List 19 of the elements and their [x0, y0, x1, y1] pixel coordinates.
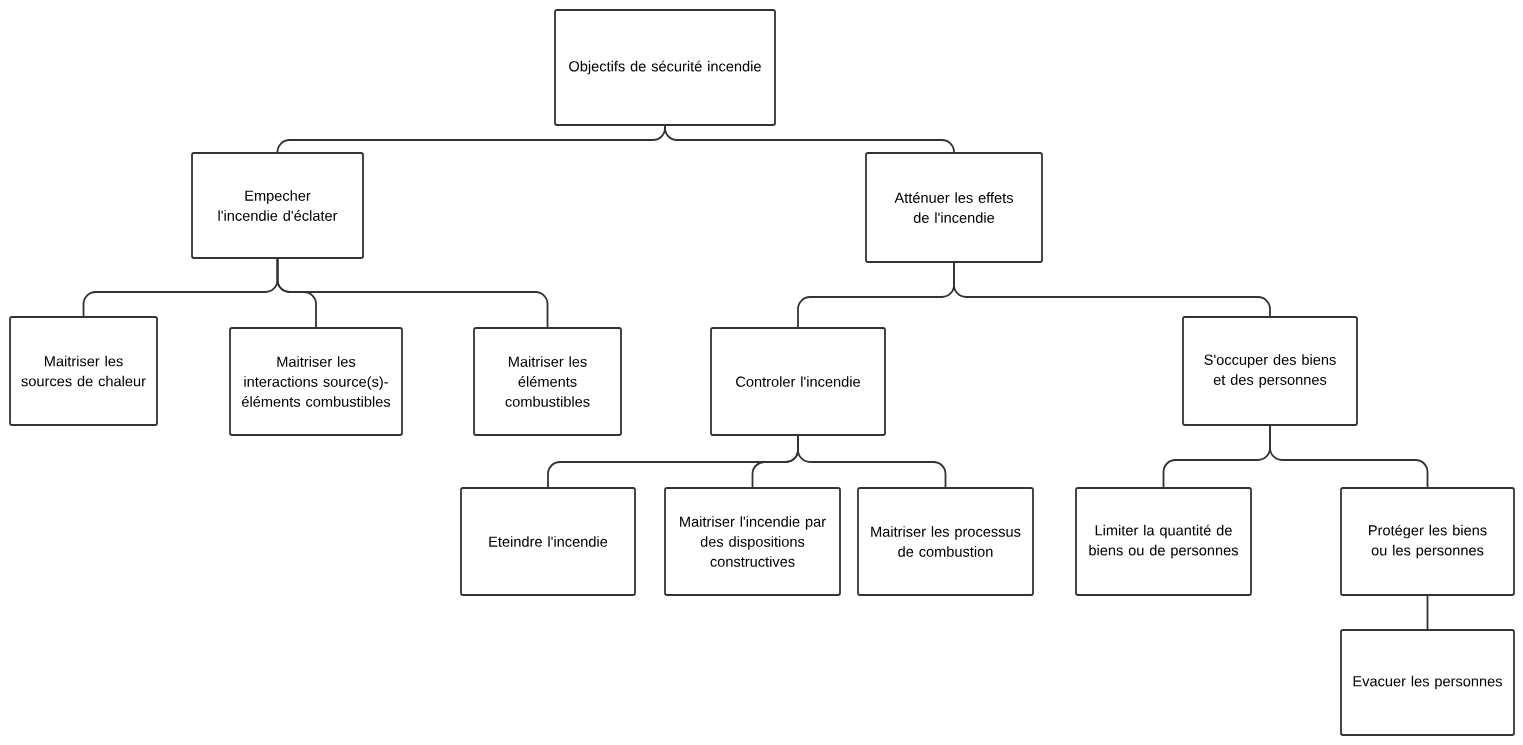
process-box: Evacuer les personnes: [1340, 629, 1515, 736]
connector: [276, 258, 549, 328]
connector: [797, 435, 947, 488]
connector: [1426, 595, 1429, 630]
process-box: Protéger les biens ou les personnes: [1340, 487, 1515, 596]
process-box: Controler l'incendie: [710, 327, 886, 436]
process-box: Eteindre l'incendie: [460, 487, 636, 596]
process-box: Maitriser les sources de chaleur: [9, 316, 158, 426]
connector: [1269, 425, 1429, 488]
process-box: Atténuer les effets de l'incendie: [865, 152, 1043, 263]
connector: [664, 125, 955, 153]
process-box: Maitriser les interactions source(s)-éléments combustibles: [229, 327, 403, 436]
process-box: Empecher l'incendie d'éclater: [191, 152, 364, 259]
process-box: Maitriser les éléments combustibles: [473, 327, 622, 436]
process-box: Maitriser les processus de combustion: [857, 487, 1034, 596]
process-box: Objectifs de sécurité incendie: [554, 9, 776, 126]
process-box: Limiter la quantité de biens ou de personnes: [1075, 487, 1252, 596]
process-box: S'occuper des biens et des personnes: [1182, 316, 1358, 426]
process-box: Maitriser l'incendie par des dispositions constructives: [664, 487, 841, 596]
